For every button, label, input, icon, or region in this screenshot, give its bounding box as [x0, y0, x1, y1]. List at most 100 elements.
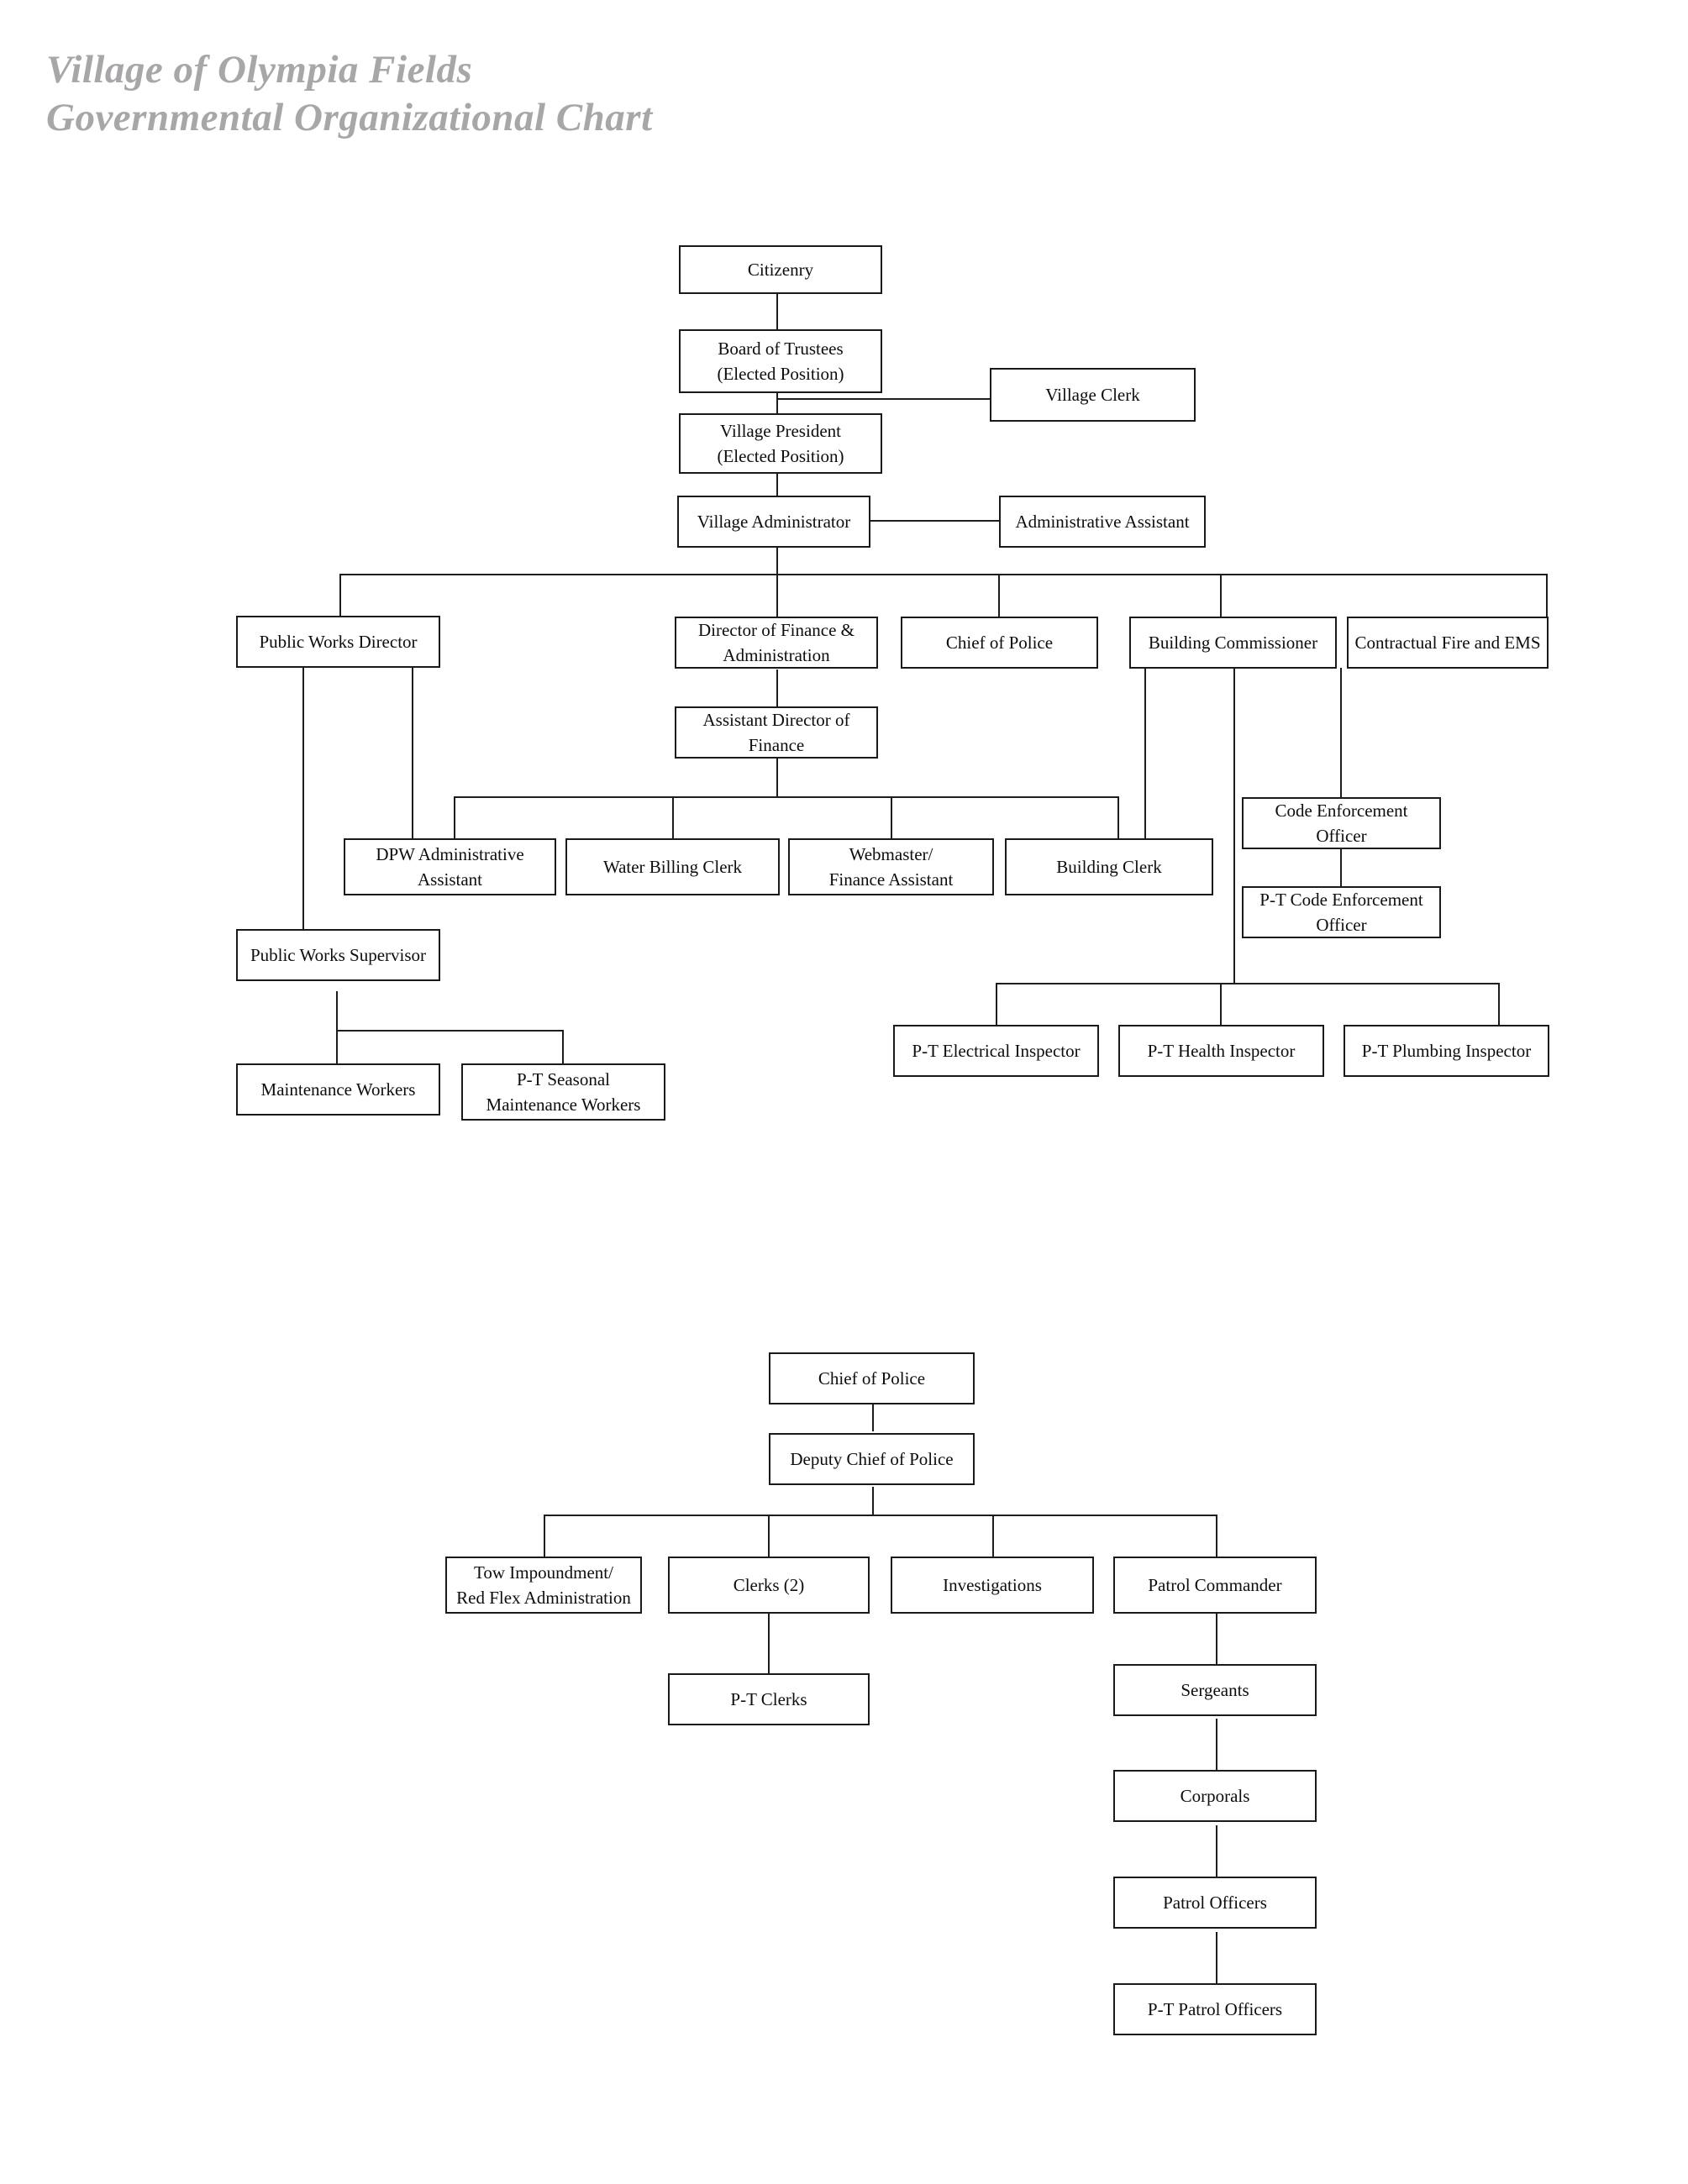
node-police-chief-of-police-label: Chief of Police	[818, 1368, 926, 1389]
node-dpw-administrative-assistant-label: DPW Administrative Assistant	[376, 843, 524, 890]
connector-clerks-ptclerks	[768, 1613, 770, 1674]
connector-board-villageclerk	[776, 398, 991, 400]
page-title: Village of Olympia Fields Governmental O…	[46, 46, 1054, 143]
connector-buildingcommissioner-inspectors	[1233, 668, 1235, 984]
node-village-clerk[interactable]: Village Clerk	[990, 368, 1196, 422]
connector-finance-assistantdirector	[776, 669, 778, 707]
connector-patrolcommander-sergeants	[1216, 1613, 1217, 1664]
node-deputy-chief-of-police[interactable]: Deputy Chief of Police	[769, 1433, 975, 1485]
node-deputy-chief-of-police-label: Deputy Chief of Police	[790, 1448, 954, 1469]
node-pt-clerks[interactable]: P-T Clerks	[668, 1673, 870, 1725]
distribution-bar-police-divisions	[544, 1515, 1217, 1516]
connector-administrator-down	[776, 546, 778, 575]
node-police-chief-of-police[interactable]: Chief of Police	[769, 1352, 975, 1404]
connector-codeenforcement-ptcodeenforcement	[1340, 849, 1342, 887]
connector-administrator-adminassistant	[870, 520, 1000, 522]
connector-assistantdirector-down	[776, 759, 778, 798]
node-patrol-commander-label: Patrol Commander	[1148, 1574, 1282, 1595]
node-assistant-director-finance[interactable]: Assistant Director of Finance	[675, 706, 878, 759]
node-building-commissioner[interactable]: Building Commissioner	[1129, 617, 1337, 669]
node-building-clerk[interactable]: Building Clerk	[1005, 838, 1213, 895]
node-village-administrator-label: Village Administrator	[697, 511, 851, 532]
node-contractual-fire-ems-label: Contractual Fire and EMS	[1354, 632, 1541, 653]
node-pt-patrol-officers-label: P-T Patrol Officers	[1147, 1998, 1283, 2019]
connector-deputychief-down	[872, 1487, 874, 1516]
connector-pwsupervisor-down	[336, 991, 338, 1032]
node-public-works-director-label: Public Works Director	[259, 631, 418, 652]
connector-sergeants-corporals	[1216, 1719, 1217, 1771]
node-clerks-label: Clerks (2)	[733, 1574, 805, 1595]
node-pt-code-enforcement-officer[interactable]: P-T Code Enforcement Officer	[1242, 886, 1441, 938]
node-code-enforcement-officer-label: Code Enforcement Officer	[1275, 800, 1408, 846]
node-public-works-supervisor-label: Public Works Supervisor	[250, 944, 427, 965]
node-village-president[interactable]: Village President (Elected Position)	[679, 413, 882, 474]
node-code-enforcement-officer[interactable]: Code Enforcement Officer	[1242, 797, 1441, 849]
node-investigations-label: Investigations	[943, 1574, 1042, 1595]
node-pt-health-inspector[interactable]: P-T Health Inspector	[1118, 1025, 1324, 1077]
connector-maintbar-ptseasonal	[562, 1030, 564, 1066]
node-sergeants[interactable]: Sergeants	[1113, 1664, 1317, 1716]
node-assistant-director-finance-label: Assistant Director of Finance	[702, 709, 850, 755]
node-administrative-assistant-label: Administrative Assistant	[1015, 511, 1190, 532]
node-chief-of-police-label: Chief of Police	[945, 632, 1054, 653]
node-director-of-finance[interactable]: Director of Finance & Administration	[675, 617, 878, 669]
node-tow-impoundment[interactable]: Tow Impoundment/ Red Flex Administration	[445, 1557, 642, 1614]
node-board-of-trustees[interactable]: Board of Trustees (Elected Position)	[679, 329, 882, 393]
node-tow-impoundment-label: Tow Impoundment/ Red Flex Administration	[456, 1562, 631, 1608]
node-public-works-director[interactable]: Public Works Director	[236, 616, 440, 668]
node-patrol-officers[interactable]: Patrol Officers	[1113, 1877, 1317, 1929]
connector-policebar-clerks	[768, 1515, 770, 1558]
node-maintenance-workers-label: Maintenance Workers	[260, 1079, 416, 1100]
node-pt-electrical-inspector-label: P-T Electrical Inspector	[912, 1040, 1081, 1061]
connector-clerkbar-webmaster	[891, 796, 892, 839]
title-line-1: Village of Olympia Fields	[46, 48, 473, 92]
connector-citizenry-board	[776, 293, 778, 330]
node-clerks[interactable]: Clerks (2)	[668, 1557, 870, 1614]
node-webmaster-finance-assistant-label: Webmaster/ Finance Assistant	[828, 843, 954, 890]
connector-bar-fireems	[1546, 574, 1548, 617]
connector-bar-police	[998, 574, 1000, 617]
node-patrol-commander[interactable]: Patrol Commander	[1113, 1557, 1317, 1614]
connector-pwdirector-dpwassistant	[412, 668, 413, 839]
node-dpw-administrative-assistant[interactable]: DPW Administrative Assistant	[344, 838, 556, 895]
node-pt-seasonal-maintenance-workers[interactable]: P-T Seasonal Maintenance Workers	[461, 1063, 665, 1121]
node-pt-patrol-officers[interactable]: P-T Patrol Officers	[1113, 1983, 1317, 2035]
connector-policebar-investigations	[992, 1515, 994, 1558]
connector-inspectorbar-plumbing	[1498, 983, 1500, 1026]
node-village-president-label: Village President (Elected Position)	[717, 420, 844, 466]
node-investigations[interactable]: Investigations	[891, 1557, 1094, 1614]
node-building-commissioner-label: Building Commissioner	[1148, 632, 1318, 653]
title-line-2: Governmental Organizational Chart	[46, 96, 653, 140]
node-village-administrator[interactable]: Village Administrator	[677, 496, 870, 548]
connector-clerkbar-waterbilling	[672, 796, 674, 839]
node-pt-clerks-label: P-T Clerks	[730, 1688, 807, 1709]
node-administrative-assistant[interactable]: Administrative Assistant	[999, 496, 1206, 548]
connector-clerkbar-dpwassistant	[454, 796, 455, 839]
node-citizenry-label: Citizenry	[747, 259, 814, 280]
node-corporals[interactable]: Corporals	[1113, 1770, 1317, 1822]
connector-maintbar-workers	[336, 1030, 338, 1066]
node-maintenance-workers[interactable]: Maintenance Workers	[236, 1063, 440, 1116]
node-pt-plumbing-inspector[interactable]: P-T Plumbing Inspector	[1344, 1025, 1549, 1077]
node-water-billing-clerk[interactable]: Water Billing Clerk	[565, 838, 780, 895]
connector-clerkbar-buildingclerk	[1117, 796, 1119, 839]
node-chief-of-police[interactable]: Chief of Police	[901, 617, 1098, 669]
node-contractual-fire-ems[interactable]: Contractual Fire and EMS	[1347, 617, 1549, 669]
distribution-bar-inspectors	[996, 983, 1500, 984]
connector-president-administrator	[776, 472, 778, 497]
connector-bar-building	[1220, 574, 1222, 617]
connector-policechief-deputychief	[872, 1404, 874, 1431]
node-public-works-supervisor[interactable]: Public Works Supervisor	[236, 929, 440, 981]
node-pt-electrical-inspector[interactable]: P-T Electrical Inspector	[893, 1025, 1099, 1077]
node-sergeants-label: Sergeants	[1181, 1679, 1249, 1700]
node-citizenry[interactable]: Citizenry	[679, 245, 882, 294]
node-village-clerk-label: Village Clerk	[1045, 384, 1140, 405]
connector-bar-finance	[776, 574, 778, 617]
node-corporals-label: Corporals	[1180, 1785, 1250, 1806]
connector-board-president	[776, 391, 778, 415]
node-webmaster-finance-assistant[interactable]: Webmaster/ Finance Assistant	[788, 838, 994, 895]
connector-inspectorbar-health	[1220, 983, 1222, 1026]
connector-policebar-patrolcommander	[1216, 1515, 1217, 1558]
distribution-bar-clerks	[454, 796, 1117, 798]
